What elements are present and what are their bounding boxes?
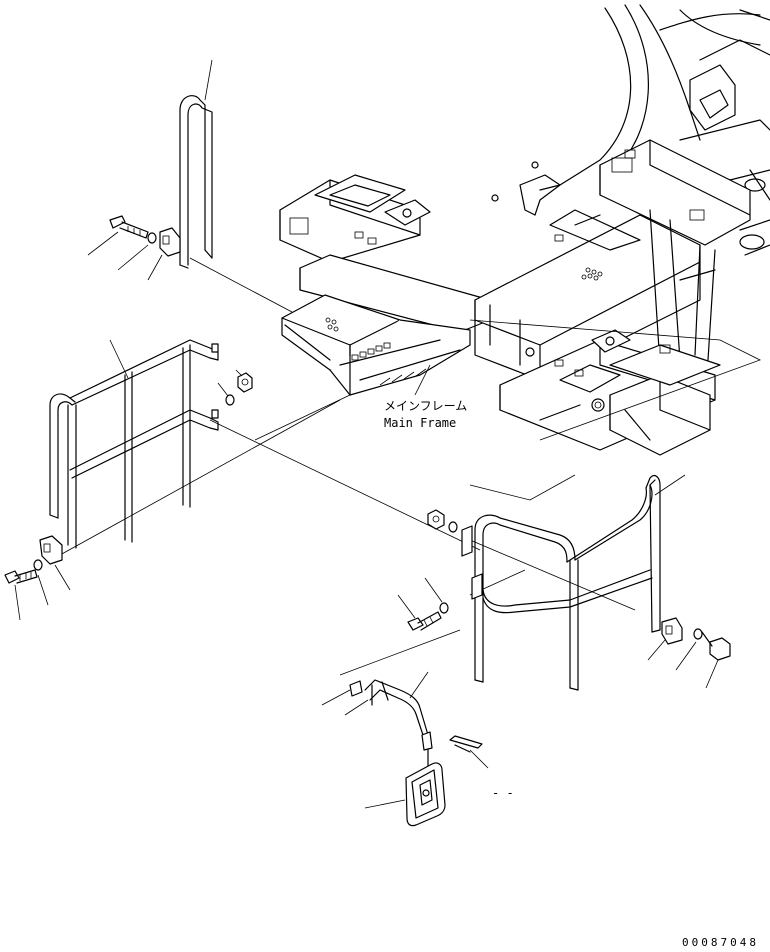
- frame-label-jp: メインフレーム: [384, 399, 467, 413]
- washer-top-left: [147, 232, 157, 244]
- handrail-right: [397, 474, 731, 691]
- frame-label: メインフレーム Main Frame: [384, 364, 467, 430]
- drawing-number: 00087048: [682, 936, 759, 949]
- handrail-top-left: [87, 59, 213, 281]
- pin-icon: [449, 735, 483, 749]
- bracket-left: [39, 535, 63, 565]
- bolt-grid-center: [581, 267, 603, 281]
- washer-right-lower: [439, 602, 449, 614]
- bracket-right-upper: [461, 525, 473, 557]
- handrail-left: [4, 339, 253, 621]
- nut-right: [427, 509, 445, 530]
- main-frame: [279, 139, 762, 456]
- frame-label-en: Main Frame: [384, 416, 456, 430]
- bolt-grid-left: [325, 317, 339, 332]
- mirror-mount-plate: [349, 680, 363, 697]
- washer-right-far: [693, 628, 703, 640]
- bolt-left: [4, 570, 20, 584]
- washer-right: [448, 521, 458, 533]
- bolt-top-left: [109, 215, 126, 229]
- bolt-right: [407, 617, 424, 631]
- connector-strip: [351, 342, 391, 361]
- washer-left: [225, 394, 235, 406]
- mirror-assembly: [321, 671, 489, 827]
- washer-left-lower: [33, 559, 43, 571]
- nut-left: [237, 372, 253, 393]
- dash-note: - -: [492, 786, 514, 800]
- mirror-icon: [405, 762, 446, 827]
- bolt-right-far: [709, 637, 731, 661]
- bracket-top-left: [159, 227, 181, 257]
